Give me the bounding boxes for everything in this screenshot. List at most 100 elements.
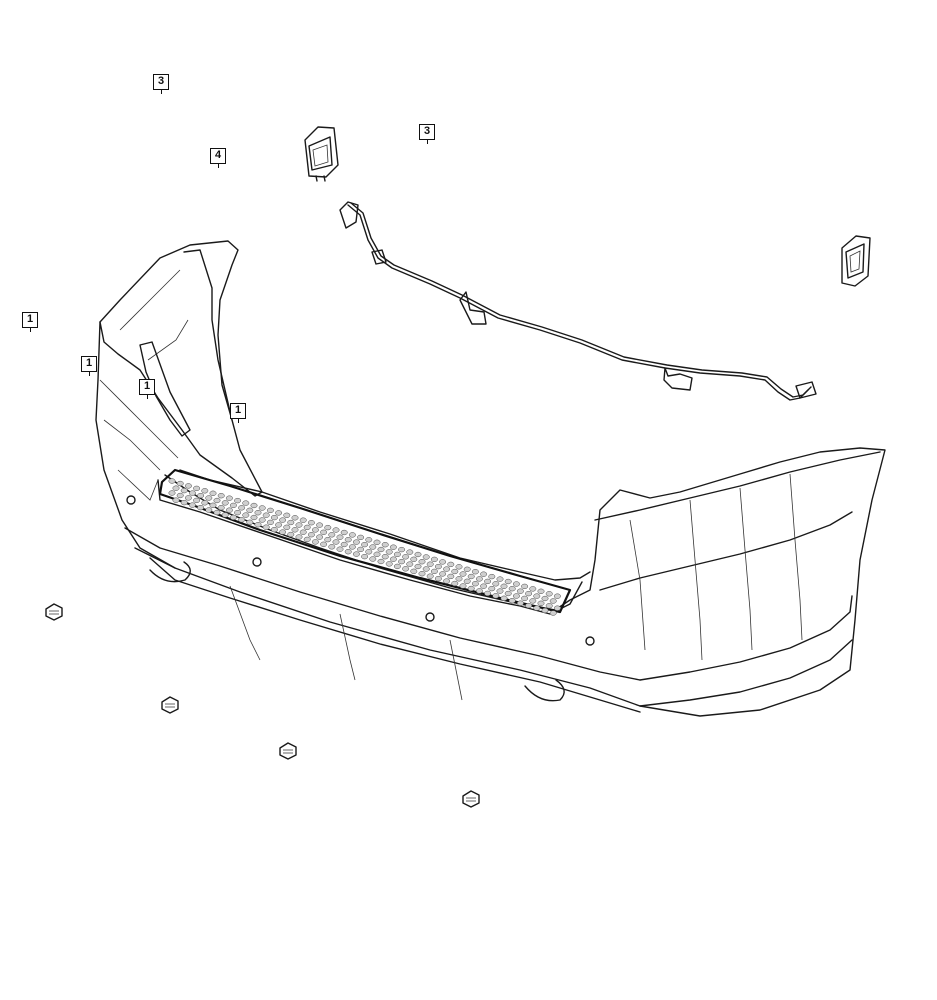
grille-cell xyxy=(168,478,176,484)
grille-cell xyxy=(455,576,463,582)
grille-cell xyxy=(303,524,311,531)
grille-cell xyxy=(398,558,406,565)
grille-cell xyxy=(422,554,430,560)
grille-cell xyxy=(209,502,217,508)
grille-cell xyxy=(406,561,414,567)
grille-cell xyxy=(287,519,295,526)
grille-cell xyxy=(246,519,254,525)
grille-cell xyxy=(205,495,213,501)
grille-cell xyxy=(508,586,516,592)
push-pin-fastener-1 xyxy=(45,603,63,621)
grille-cell xyxy=(541,595,549,602)
grille-cell xyxy=(221,500,229,506)
grille-cell xyxy=(213,497,221,504)
grille-cell xyxy=(283,512,291,518)
grille-cell xyxy=(328,532,336,538)
grille-cell xyxy=(385,549,393,555)
grille-cell xyxy=(352,551,360,557)
grille-cell xyxy=(361,553,369,560)
grille-cell xyxy=(270,526,278,533)
grille-cell xyxy=(311,539,319,545)
grille-cell xyxy=(336,546,344,552)
grille-cell xyxy=(389,544,397,550)
grille-cell xyxy=(439,559,447,565)
grille-cell xyxy=(480,583,488,589)
grille-cell xyxy=(340,529,348,536)
grille-cell xyxy=(316,522,324,528)
grille-cell xyxy=(225,495,233,501)
grille-cell xyxy=(529,586,537,592)
grille-cell xyxy=(221,512,229,518)
grille-cell xyxy=(324,536,332,543)
grille-cell xyxy=(389,556,397,562)
grille-cell xyxy=(283,524,291,530)
grille-cell xyxy=(188,502,196,508)
grille-cell xyxy=(279,529,287,535)
grille-cell xyxy=(430,556,438,563)
grille-cell xyxy=(205,507,213,513)
grille-cell xyxy=(451,580,459,587)
grille-cell xyxy=(373,539,381,545)
grille-cell xyxy=(475,576,483,582)
grille-cell xyxy=(467,573,475,580)
grille-cell xyxy=(385,561,393,567)
grille-cell xyxy=(439,571,447,577)
grille-cell xyxy=(348,544,356,550)
grille-cell xyxy=(533,593,541,599)
grille-cell xyxy=(184,495,192,501)
callout-1-bumper-corner: 1 xyxy=(81,356,97,376)
grille-cell xyxy=(348,532,356,538)
grille-cell xyxy=(254,522,262,528)
grille-cell xyxy=(410,556,418,562)
grille-cell xyxy=(344,549,352,555)
grille-cell xyxy=(418,559,426,565)
grille-cell xyxy=(508,598,516,604)
grille-cell xyxy=(434,575,442,582)
grille-cell xyxy=(172,497,180,503)
grille-cell xyxy=(176,492,184,499)
grille-cell xyxy=(492,593,500,599)
grille-cell xyxy=(242,512,250,518)
grille-cell xyxy=(357,534,365,541)
grille-cell xyxy=(426,573,434,579)
sensor-bracket-right xyxy=(841,235,871,287)
grille-cell xyxy=(463,578,471,584)
grille-cell xyxy=(402,566,410,572)
grille-cell xyxy=(246,507,254,513)
grille-cell xyxy=(418,571,426,577)
grille-cell xyxy=(549,610,557,616)
grille-cell xyxy=(475,588,483,594)
grille-cell xyxy=(426,561,434,567)
grille-cell xyxy=(180,499,188,506)
grille-cell xyxy=(373,551,381,557)
grille-cell xyxy=(201,488,209,494)
grille-cell xyxy=(291,527,299,533)
grille-cell xyxy=(381,554,389,560)
grille-cell xyxy=(266,507,274,514)
grille-cell xyxy=(250,502,258,509)
grille-cell xyxy=(377,546,385,553)
grille-cell xyxy=(180,487,188,494)
grille-cell xyxy=(336,534,344,540)
grille-cell xyxy=(529,598,537,604)
grille-cell xyxy=(496,576,504,582)
grille-cell xyxy=(459,571,467,577)
parking-sensor-wiring-harness xyxy=(339,201,817,401)
grille-cell xyxy=(250,514,258,521)
grille-cell xyxy=(287,531,295,538)
grille-cell xyxy=(414,551,422,558)
grille-cell xyxy=(422,566,430,572)
grille-cell xyxy=(307,532,315,538)
grille-cell xyxy=(197,504,205,511)
grille-cell xyxy=(488,585,496,592)
grille-cell xyxy=(197,492,205,499)
honeycomb-grille xyxy=(168,478,561,616)
grille-cell xyxy=(545,591,553,597)
grille-cell xyxy=(393,563,401,570)
grille-cell xyxy=(291,515,299,521)
grille-cell xyxy=(369,544,377,550)
grille-cell xyxy=(521,583,529,590)
grille-cell xyxy=(193,485,201,492)
grille-cell xyxy=(484,590,492,597)
grille-cell xyxy=(488,573,496,580)
